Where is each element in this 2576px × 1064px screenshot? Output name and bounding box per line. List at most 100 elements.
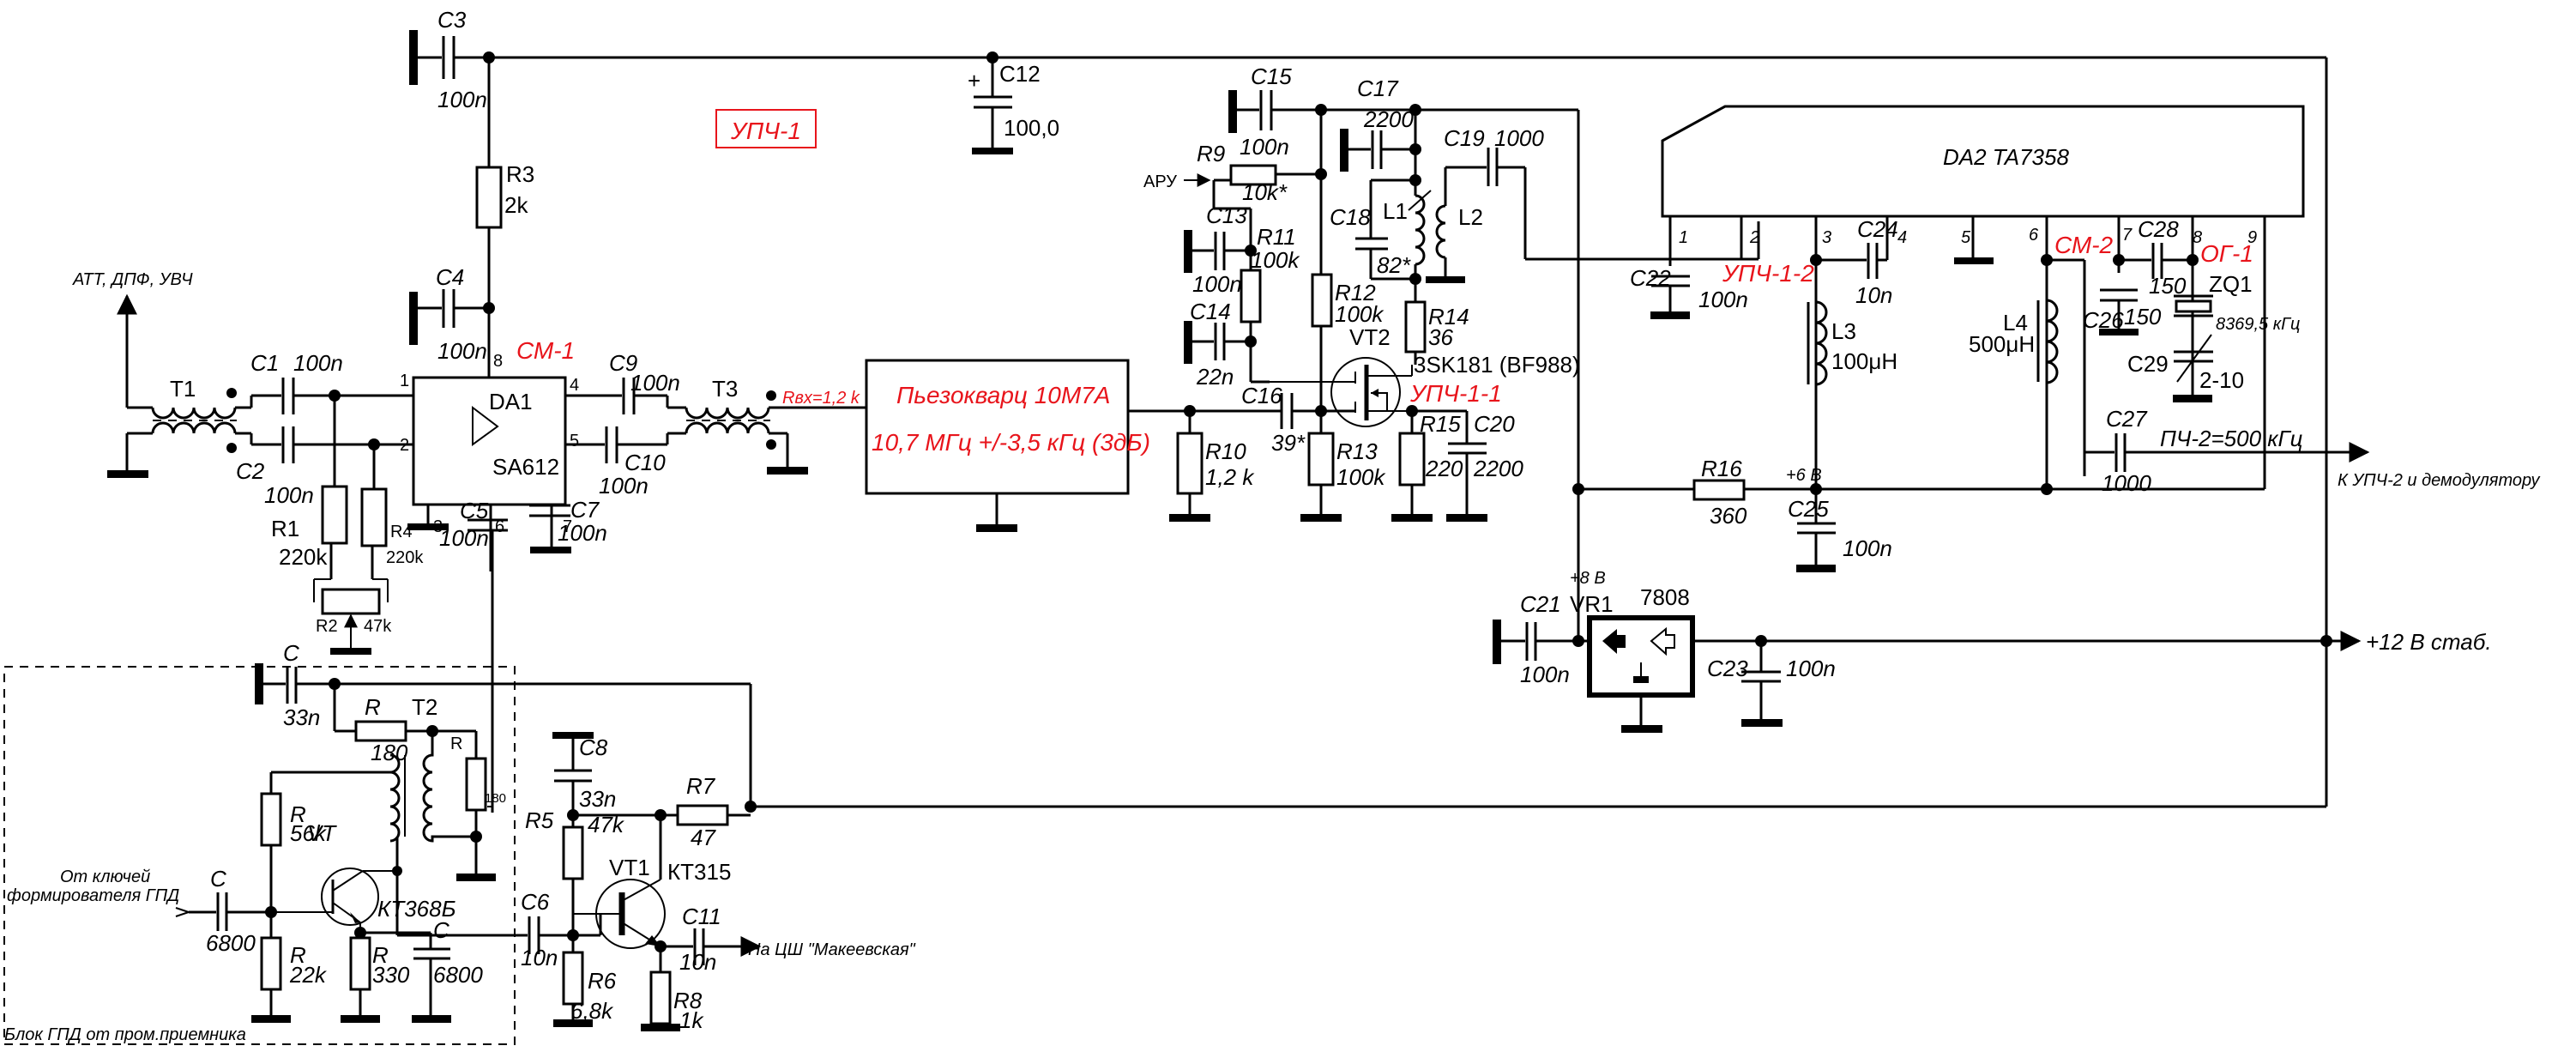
svg-text:8: 8 [2193,228,2202,247]
capacitor-c7: C7 100n [529,497,607,553]
filter-spec: 10,7 МГц +/-3,5 кГц (3дБ) [872,429,1150,456]
inductor-l4: L4 500μH [1969,254,2059,384]
da2-label: DA2 TA7358 [1943,144,2069,170]
resistor-r6: R6 6,8k [553,917,617,1027]
t1-label: T1 [170,376,196,402]
v6-label: +6 В [1786,466,1822,485]
transformer-t2: T2 R 180 [389,694,506,881]
r7-ref: R7 [686,773,716,799]
to-counter-label: На ЦШ "Макеевская" [748,940,916,959]
svg-text:5: 5 [570,432,579,450]
r15-value: 220 [1425,456,1463,481]
c7-value: 100n [558,520,607,546]
c11-value: 10n [679,949,716,975]
svg-text:6: 6 [495,517,504,536]
vt2-part: 3SK181 (BF988) [1414,352,1580,378]
svg-text:9: 9 [2247,228,2257,247]
resistor-r14: R14 36 [1404,279,1469,365]
c8-ref: C8 [579,735,608,760]
capacitor-c1: C1 100n [250,350,413,414]
svg-text:4: 4 [1897,228,1907,247]
gpd-resistor-330: R 330 [341,933,410,1023]
gpd-c33-ref: C [283,640,299,666]
c4-ref: C4 [436,264,464,290]
gpd-ce-ref: C [433,917,449,943]
gpd-cin-value: 6800 [206,930,256,956]
r8-value: 1k [679,1007,704,1033]
resistor-r5: R5 47k [525,807,625,935]
svg-text:7: 7 [563,517,572,536]
r9-value: 10k* [1242,179,1288,205]
gpd-input: От ключей формирователя ГПД C 6800 [7,866,271,956]
c18-value: 82* [1377,252,1411,278]
c1-value: 100n [293,350,343,376]
l4-ref: L4 [2003,310,2028,336]
r3-value: 2k [504,192,528,218]
gpd-r22-ref: R [290,942,306,968]
svg-text:УПЧ-1: УПЧ-1 [730,118,801,144]
resistor-r11: R11 100k [1240,209,1300,384]
c2-value: 100n [264,482,314,508]
c29-value: 2-10 [2199,367,2244,393]
c19-ref: C19 [1444,125,1485,151]
c2-ref: C2 [236,458,265,484]
c20-value: 2200 [1473,456,1523,481]
r14-value: 36 [1428,324,1453,350]
vt-part: КТ368Б [377,896,456,922]
transformer-t3: T3 Rвх=1,2 k [667,376,866,475]
gpd-resistor-180: R 180 [333,684,476,765]
c5-value: 100n [439,525,489,551]
capacitor-c18: C18 82* [1330,178,1415,281]
if2-label: ПЧ-2=500 кГц [2160,426,2303,451]
capacitor-c14: C14 22n [1184,299,1251,390]
capacitor-c11: C11 10n На ЦШ "Макеевская" [661,904,916,975]
block-label-upch12: УПЧ-1-2 [1722,260,1814,287]
da1-part: SA612 [492,454,559,480]
c13-ref: C13 [1206,203,1247,228]
c23-ref: C23 [1707,656,1748,681]
regulator-vr1: +8 В VR1 7808 +12 В стаб. [1570,489,2492,733]
svg-text:6: 6 [2029,226,2039,245]
gpd-r56-ref: R [290,801,306,827]
svg-text:7: 7 [2122,226,2133,245]
c21-ref: C21 [1520,591,1561,617]
da1-ref: DA1 [489,389,533,414]
c11-ref: C11 [682,904,721,929]
svg-text:2: 2 [400,436,409,455]
c27-value: 1000 [2102,470,2151,496]
r16-value: 360 [1710,503,1747,529]
resistor-r16: R16 360 +6 В [1572,456,2265,529]
capacitor-c19: C19 1000 [1444,125,1760,261]
vt1-ref: VT1 [609,855,650,880]
t2-label: T2 [412,694,437,720]
r9-ref: R9 [1197,141,1225,166]
c9-ref: C9 [609,350,637,376]
l2-ref: L2 [1458,204,1483,230]
c4-value: 100n [437,338,487,364]
capacitor-c22: C22 100n [1630,265,1748,319]
gpd-capacitor-33n: C 33n [255,640,752,807]
c1-ref: C1 [250,350,279,376]
c28-value: 150 [2149,273,2187,299]
gpd-r180-ref: R [365,694,381,720]
piezo-filter: Пьезокварц 10М7А 10,7 МГц +/-3,5 кГц (3д… [865,359,1282,532]
capacitor-c28: C28 150 [2119,216,2199,299]
capacitor-c6: C6 10n [521,889,600,970]
r15-ref: R15 [1420,411,1461,437]
svg-text:1: 1 [400,372,409,390]
gpd-c33-value: 33n [283,704,320,730]
c27-ref: C27 [2106,406,2148,432]
c7-ref: C7 [570,497,600,523]
t3-label: T3 [712,376,738,402]
r10-ref: R10 [1205,438,1246,464]
gpd-in-label-1: От ключей [60,868,150,886]
svg-text:3: 3 [1822,228,1831,247]
capacitor-c12: + C12 100,0 [968,57,1059,154]
c28-ref: C28 [2138,216,2179,242]
capacitor-c10: C10 100n [565,426,669,499]
c3-value: 100n [437,87,487,112]
c22-ref: C22 [1630,265,1671,291]
vr1-part: 7808 [1640,584,1690,610]
r12-value: 100k [1335,301,1385,327]
c3-ref: C3 [437,7,467,33]
